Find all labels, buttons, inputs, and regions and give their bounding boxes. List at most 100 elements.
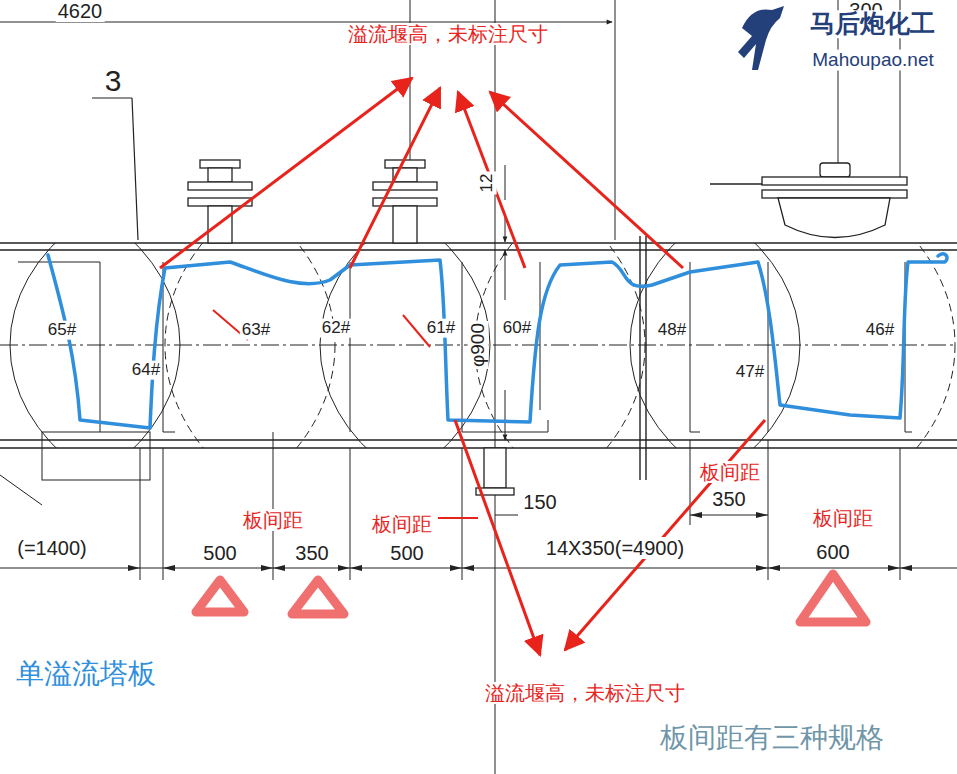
tray-plate: [350, 262, 351, 432]
column-shell: [0, 236, 957, 480]
tray-plate: [768, 262, 769, 432]
dim-arrow: [273, 565, 285, 571]
dimension: 350: [710, 488, 747, 510]
downcomer: [18, 262, 100, 432]
dimension-chain: [0, 448, 957, 580]
support: [0, 475, 42, 505]
dim-arrow: [450, 565, 462, 571]
dimension: 4620: [56, 0, 105, 22]
red-leader: [458, 92, 525, 268]
dim-arrow: [756, 512, 768, 518]
dimension: 150: [521, 491, 558, 513]
red-leader: [455, 420, 540, 655]
extension-line: [350, 448, 351, 580]
nozzle-flange: [200, 160, 240, 168]
red-mark: [438, 517, 478, 519]
dimension: 500: [201, 542, 238, 564]
note: 板间距有三种规格: [658, 723, 886, 754]
tray-number: 60#: [501, 319, 533, 338]
dimension-line: [505, 390, 506, 440]
dimension-line: [505, 165, 506, 200]
extension-line: [140, 448, 141, 580]
watermark: 马后炮化工: [808, 10, 937, 38]
callout-leader-line: [132, 98, 138, 240]
red-leaders: [160, 78, 765, 655]
nozzle: [208, 168, 232, 182]
dimension-line: [0, 568, 957, 569]
tray-number: 46#: [864, 321, 896, 340]
callout-underline: [92, 97, 132, 98]
red-triangles: [196, 574, 866, 622]
manhole-handle: [820, 163, 850, 177]
shell-line: [0, 439, 957, 440]
tray-number: 48#: [656, 321, 688, 340]
tray-number: 63#: [240, 321, 272, 340]
callout-leader: [92, 98, 138, 240]
bottom-nozzle: [484, 448, 506, 488]
dim-arrow: [768, 565, 780, 571]
dim-arrow: [690, 512, 702, 518]
extension-line: [900, 448, 901, 580]
extension-line: [163, 448, 164, 580]
extension-line: [768, 440, 769, 525]
shell-line: [0, 249, 957, 250]
nozzle-flange: [188, 182, 252, 190]
tray-number: 62#: [320, 319, 352, 338]
break-line: [645, 236, 646, 480]
red-leader: [565, 420, 765, 650]
tray-plate: [273, 432, 274, 448]
dimension: 500: [388, 542, 425, 564]
tray-number: 61#: [425, 319, 457, 338]
tray-arc: [0, 243, 180, 448]
dim-arrow: [462, 565, 474, 571]
manhole-neck: [778, 198, 890, 238]
dimension-line: [495, 515, 518, 516]
extension-line: [768, 525, 769, 580]
annotation: 板间距: [698, 461, 762, 483]
nozzle-flange: [373, 182, 437, 190]
triangle-mark: [196, 580, 244, 612]
tray-plate: [690, 262, 700, 432]
red-leader: [490, 92, 683, 268]
shell-line: [0, 242, 957, 243]
tray-arcs: [0, 243, 957, 448]
dim-arrow: [338, 565, 350, 571]
note: 单溢流塔板: [14, 659, 158, 690]
support: [42, 432, 150, 480]
tray-arc-hidden: [0, 243, 335, 448]
manhole-flange: [762, 177, 907, 185]
nozzles: [188, 160, 907, 495]
dimension: (=1400): [15, 537, 89, 559]
tray-arc: [10, 243, 490, 448]
dim-arrow: [900, 565, 912, 571]
dimension-line: [505, 250, 506, 300]
annotation: 板间距: [241, 509, 305, 531]
dim-arrow: [350, 565, 362, 571]
dimension: 14X350(=4900): [544, 537, 686, 559]
annotation: 板间距: [370, 513, 434, 535]
extension-line: [690, 440, 691, 525]
horse-icon: [738, 6, 784, 70]
annotation: 溢流堰高，未标注尺寸: [346, 23, 550, 45]
tray-arc: [320, 243, 800, 448]
dim-arrow: [756, 565, 768, 571]
trays: [0, 262, 912, 505]
liquid-flow-path: [48, 254, 947, 428]
break-line: [639, 236, 640, 480]
tray-arc-hidden: [165, 243, 645, 448]
tray-number: 47#: [734, 363, 766, 382]
dim-arrow: [163, 565, 175, 571]
red-leader: [160, 78, 412, 268]
dimension: 12: [478, 172, 497, 195]
tray-number: 65#: [46, 321, 78, 340]
dim-arrow: [128, 565, 140, 571]
tray-plate: [163, 262, 175, 432]
triangle-mark: [292, 580, 344, 614]
red-leader: [350, 88, 440, 268]
annotation: 溢流堰高，未标注尺寸: [483, 682, 687, 704]
dimension: 600: [814, 541, 851, 563]
manhole-hinge: [710, 183, 762, 184]
